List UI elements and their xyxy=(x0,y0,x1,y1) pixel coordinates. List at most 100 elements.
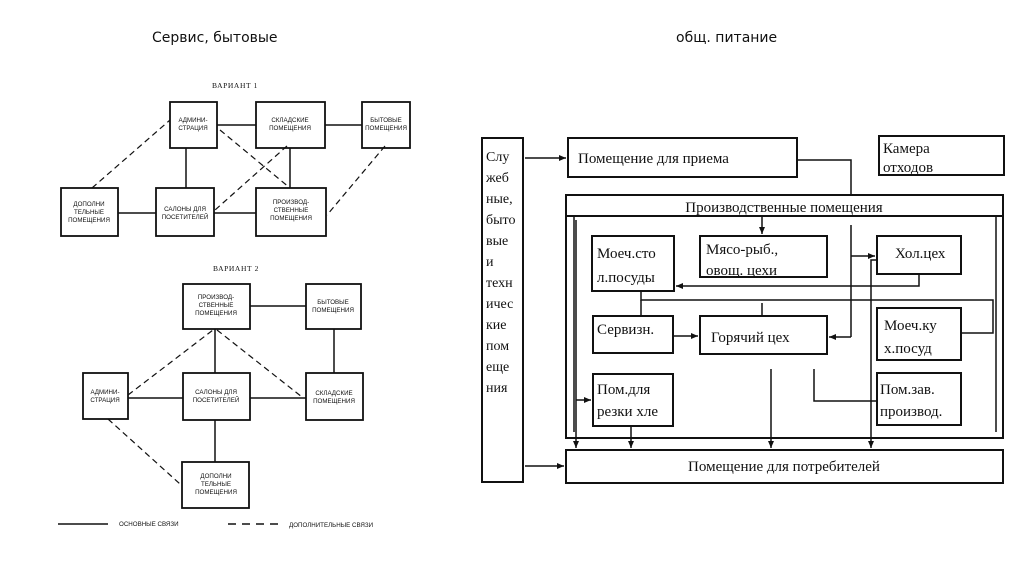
waste-label: отходов xyxy=(883,160,933,176)
header-left: Сервис, бытовые xyxy=(152,30,278,46)
v1-admin-box xyxy=(169,101,218,149)
waste-label: Камера xyxy=(883,141,930,157)
legend-main-label: ОСНОВНЫЕ СВЯЗИ xyxy=(119,521,179,528)
service-line: быто xyxy=(486,213,515,228)
service-line: ные, xyxy=(486,192,513,207)
bread-cutting-label: Пом.для xyxy=(597,382,650,398)
service-line: ичес xyxy=(486,297,513,312)
service-line: техн xyxy=(486,276,513,291)
dishwash-table-label: Моеч.сто xyxy=(597,246,656,262)
catering-diagram xyxy=(481,135,1005,484)
service-line: еще xyxy=(486,360,509,375)
consumers-label: Помещение для потребителей xyxy=(688,459,880,475)
meat-fish-box xyxy=(699,235,828,278)
service-line: Слу xyxy=(486,150,509,165)
service-line: и xyxy=(486,255,494,270)
v1-admin-label: АДМИНИ- xyxy=(178,117,207,124)
variant-1-title: ВАРИАНТ 1 xyxy=(212,81,258,90)
service-line: кие xyxy=(486,318,507,333)
v1-household-box xyxy=(361,101,411,149)
v2-production-box xyxy=(182,283,251,330)
v1-salons-label: ПОСЕТИТЕЛЕЙ xyxy=(162,213,209,221)
waste-chamber-box xyxy=(878,135,1005,176)
v1-additional-label: ДОПОЛНИ xyxy=(73,201,104,208)
main-links xyxy=(128,305,335,462)
v2-household-box xyxy=(305,283,362,330)
v2-salons-box xyxy=(182,372,251,421)
v2-production-label: СТВЕННЫЕ xyxy=(199,302,234,309)
header-right: общ. питание xyxy=(676,30,778,46)
service-column-label: Слу жеб ные, быто вые и техн ичес кие по… xyxy=(485,150,515,396)
v1-production-box xyxy=(255,187,327,237)
service-line: жеб xyxy=(485,171,509,186)
serving-label: Сервизн. xyxy=(597,322,654,338)
v2-storage-label: СКЛАДСКИЕ xyxy=(315,390,352,397)
v2-production-label: ПРОИЗВОД- xyxy=(198,294,234,301)
v1-admin-label: СТРАЦИЯ xyxy=(178,125,207,132)
dishwash-table-label: л.посуды xyxy=(597,270,655,286)
manager-box xyxy=(876,372,962,426)
dishwash-table-box xyxy=(591,235,675,292)
dishwash-kitchen-box xyxy=(876,307,962,361)
main-links xyxy=(118,124,362,214)
hot-shop-box xyxy=(699,315,828,355)
meat-fish-label: Мясо-рыб., xyxy=(706,242,778,258)
serving-box xyxy=(592,315,674,354)
v2-additional-label: ДОПОЛНИ xyxy=(200,473,231,480)
bread-cutting-box xyxy=(592,373,674,427)
v2-storage-box xyxy=(305,372,364,421)
v2-admin-label: СТРАЦИЯ xyxy=(90,397,119,404)
v2-household-label: ПОМЕЩЕНИЯ xyxy=(312,307,354,314)
variant-2: ВАРИАНТ 2 xyxy=(82,264,364,509)
v1-salons-label: САЛОНЫ ДЛЯ xyxy=(164,206,206,213)
consumers-box xyxy=(565,449,1004,484)
v2-admin-label: АДМИНИ- xyxy=(90,389,119,396)
v2-salons-label: САЛОНЫ ДЛЯ xyxy=(195,389,237,396)
additional-links xyxy=(91,119,386,216)
v1-storage-label: СКЛАДСКИЕ xyxy=(271,117,308,124)
dishwash-kitchen-label: х.посуд xyxy=(884,341,932,357)
manager-label: производ. xyxy=(880,404,942,420)
additional-links xyxy=(107,329,303,485)
v2-salons-label: ПОСЕТИТЕЛЕЙ xyxy=(193,396,240,404)
reception-label: Помещение для приема xyxy=(578,151,729,167)
catering-links xyxy=(525,155,994,469)
v1-production-label: ПОМЕЩЕНИЯ xyxy=(270,215,312,222)
service-column-box xyxy=(481,137,524,483)
cold-shop-label: Хол.цех xyxy=(895,246,946,262)
production-title: Производственные помещения xyxy=(685,200,883,216)
manager-label: Пом.зав. xyxy=(880,382,935,398)
v1-production-label: ПРОИЗВОД- xyxy=(273,199,309,206)
reception-box xyxy=(567,137,798,178)
v1-storage-box xyxy=(255,101,326,149)
v2-admin-box xyxy=(82,372,129,420)
bread-cutting-label: резки хле xyxy=(597,404,658,420)
v1-salons-box xyxy=(155,187,215,237)
catering-labels: Слу жеб ные, быто вые и техн ичес кие по… xyxy=(485,141,946,475)
variant-2-title: ВАРИАНТ 2 xyxy=(213,264,259,273)
service-line: пом xyxy=(486,339,509,354)
v1-additional-label: ТЕЛЬНЫЕ xyxy=(74,209,104,216)
v1-additional-box xyxy=(60,187,119,237)
service-line: вые xyxy=(486,234,508,249)
service-line: ния xyxy=(486,381,508,396)
v2-production-label: ПОМЕЩЕНИЯ xyxy=(195,310,237,317)
v2-storage-label: ПОМЕЩЕНИЯ xyxy=(313,398,355,405)
v1-household-label: БЫТОВЫЕ xyxy=(370,117,402,124)
v2-household-label: БЫТОВЫЕ xyxy=(317,299,349,306)
variant-2-labels: ПРОИЗВОД- СТВЕННЫЕ ПОМЕЩЕНИЯ БЫТОВЫЕ ПОМ… xyxy=(90,294,355,496)
production-container xyxy=(565,215,1004,439)
v2-additional-label: ТЕЛЬНЫЕ xyxy=(201,481,231,488)
v2-additional-box xyxy=(181,461,250,509)
v1-storage-label: ПОМЕЩЕНИЯ xyxy=(269,125,311,132)
legend: ОСНОВНЫЕ СВЯЗИ ДОПОЛНИТЕЛЬНЫЕ СВЯЗИ xyxy=(58,521,373,529)
legend-additional-label: ДОПОЛНИТЕЛЬНЫЕ СВЯЗИ xyxy=(289,522,373,529)
hot-shop-label: Горячий цех xyxy=(711,330,790,346)
variant-1-labels: АДМИНИ- СТРАЦИЯ СКЛАДСКИЕ ПОМЕЩЕНИЯ БЫТО… xyxy=(68,117,407,224)
meat-fish-label: овощ. цехи xyxy=(706,263,777,279)
dishwash-kitchen-label: Моеч.ку xyxy=(884,318,937,334)
v1-household-label: ПОМЕЩЕНИЯ xyxy=(365,125,407,132)
v2-additional-label: ПОМЕЩЕНИЯ xyxy=(195,489,237,496)
v1-additional-label: ПОМЕЩЕНИЯ xyxy=(68,217,110,224)
